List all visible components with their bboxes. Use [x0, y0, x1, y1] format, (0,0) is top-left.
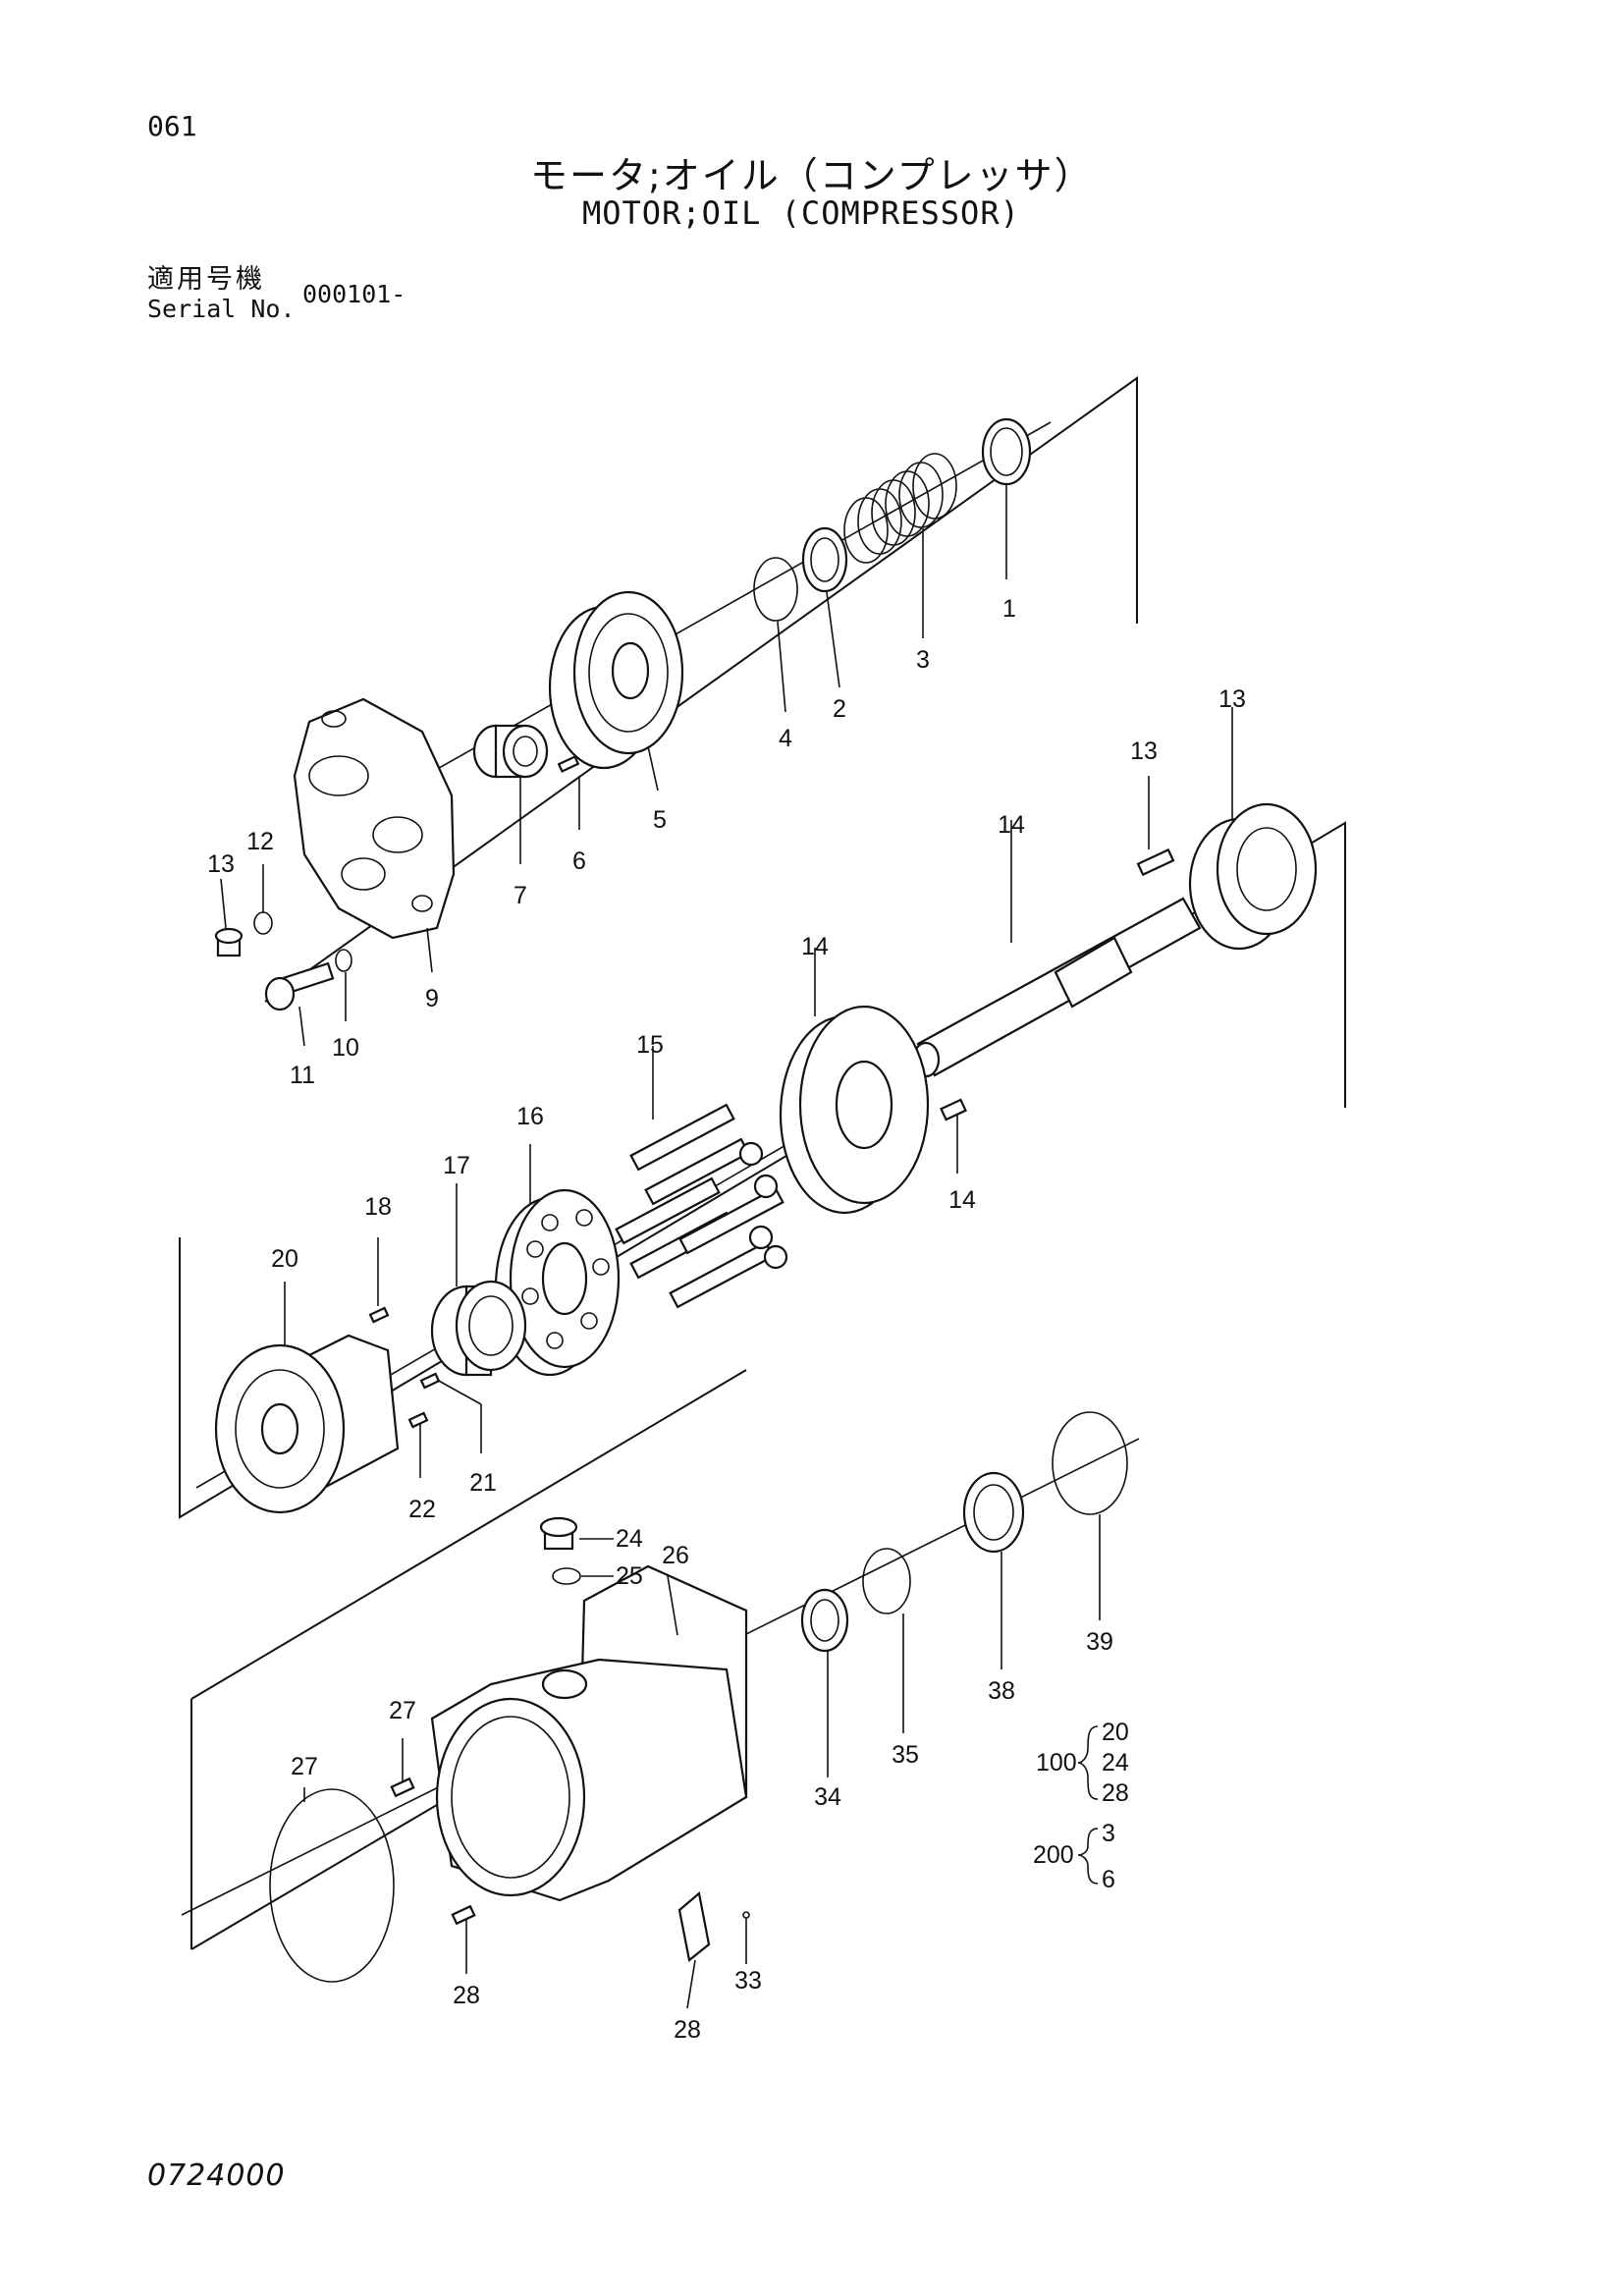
part-callout-labels: 1 2 3 4 5 6 7 9 10 11 12 13 13 13 14 14 … — [207, 595, 1246, 2044]
o-ring-part-28-upper — [253, 911, 273, 935]
callout-9: 16 — [516, 1103, 544, 1130]
swash-plate-part-7 — [548, 590, 684, 770]
page-title-japanese: モータ;オイル（コンプレッサ） — [530, 154, 1094, 197]
kit-200-number: 200 — [1033, 1841, 1074, 1869]
callout-13-a: 18 — [364, 1193, 392, 1221]
callout-6: 15 — [636, 1031, 664, 1059]
housing-part-1 — [430, 1564, 748, 1902]
callout-7: 5 — [653, 806, 667, 834]
serial-label-japanese: 適用号機 — [147, 264, 265, 295]
callout-14-mid: 27 — [389, 1697, 416, 1724]
kit-200-group: 200 3 6 — [1033, 1820, 1115, 1893]
kit-100-item-24: 24 — [1102, 1749, 1129, 1777]
callout-27-lower: 24 — [616, 1525, 643, 1553]
washer-part-39 — [800, 1588, 849, 1653]
shoe-plate-part-4 — [779, 1005, 930, 1215]
washer-part-24 — [962, 1471, 1025, 1554]
snap-ring-part-17 — [753, 557, 798, 622]
shaft-part-5 — [911, 897, 1202, 1078]
bearing-part-22 — [1188, 802, 1318, 951]
callout-28-upper: 12 — [246, 828, 274, 855]
assembly-frame-lines — [179, 376, 1346, 1950]
kit-200-brace — [1077, 1828, 1099, 1885]
callout-18: 39 — [1086, 1628, 1113, 1656]
key-part-35 — [1136, 847, 1175, 877]
needle-bearing-part-21 — [472, 724, 549, 779]
snap-ring-part-38 — [862, 1548, 911, 1614]
kit-100-group: 100 20 24 28 — [1036, 1719, 1129, 1807]
callout-15: 14 — [948, 1186, 976, 1214]
kit-100-item-20: 20 — [1102, 1719, 1129, 1746]
page-number: 061 — [147, 110, 197, 142]
callout-20: 27 — [291, 1753, 318, 1780]
washer-part-26 — [335, 949, 352, 972]
callout-10: 17 — [443, 1152, 470, 1179]
callout-17: 4 — [779, 725, 792, 752]
plug-part-27-lower — [539, 1516, 578, 1551]
pistons-part-6 — [615, 1103, 788, 1309]
pins-part-14-lower — [390, 1777, 476, 1926]
pin-part-14-upper — [557, 755, 580, 773]
document-code: 0724000 — [147, 2159, 286, 2193]
callout-4: 14 — [801, 933, 829, 960]
callout-12: 2 — [833, 695, 846, 723]
o-ring-part-28-lower — [552, 1567, 581, 1585]
o-ring-part-20 — [269, 1788, 395, 1983]
callout-3: 20 — [271, 1245, 298, 1273]
ring-part-11 — [981, 417, 1032, 486]
callout-38: 35 — [892, 1741, 919, 1769]
serial-number-value: 000101- — [302, 280, 406, 308]
callout-21: 7 — [514, 882, 527, 909]
callout-13-c: 22 — [408, 1496, 436, 1523]
callout-22: 13 — [1218, 685, 1246, 713]
rivet-part-33 — [742, 1911, 750, 1919]
callout-25: 11 — [290, 1062, 315, 1089]
retainer-plate-part-9 — [494, 1188, 621, 1377]
callout-26: 10 — [332, 1034, 359, 1062]
pin-part-15 — [940, 1098, 967, 1121]
callout-2: 9 — [425, 985, 439, 1012]
callout-5: 14 — [998, 811, 1025, 839]
callout-14-lower: 28 — [453, 1982, 480, 2009]
kit-200-item-3: 3 — [1102, 1820, 1115, 1847]
name-plate-part-34 — [677, 1890, 711, 1962]
washer-part-12 — [801, 526, 848, 593]
kit-100-number: 100 — [1036, 1749, 1077, 1777]
end-cover-part-2 — [293, 697, 456, 940]
callout-16: 3 — [916, 646, 930, 674]
spring-part-16 — [843, 453, 957, 564]
snap-ring-part-18 — [1052, 1411, 1128, 1515]
bolt-part-25 — [264, 961, 335, 1011]
callout-34: 28 — [674, 2016, 701, 2044]
page-title-english: MOTOR;OIL (COMPRESSOR) — [582, 194, 1020, 232]
leader-lines — [220, 484, 1233, 2009]
callout-28-lower: 25 — [616, 1562, 643, 1590]
callout-33: 33 — [734, 1967, 762, 1995]
callout-24: 38 — [988, 1677, 1015, 1705]
callout-11: 1 — [1002, 595, 1016, 623]
kit-100-item-28: 28 — [1102, 1779, 1129, 1807]
callout-39: 34 — [814, 1783, 841, 1811]
callout-1: 26 — [662, 1542, 689, 1569]
kit-100-brace — [1077, 1725, 1099, 1800]
callout-13-b: 21 — [469, 1469, 497, 1497]
callout-27-upper: 13 — [207, 850, 235, 878]
callout-14-upper: 6 — [572, 847, 586, 875]
serial-label-english: Serial No. — [147, 295, 296, 323]
bearing-part-10 — [430, 1280, 527, 1377]
callout-35: 13 — [1130, 738, 1158, 765]
pins-part-13 — [368, 1306, 441, 1429]
plug-part-27-upper — [214, 927, 243, 957]
cylinder-block-part-3 — [214, 1334, 400, 1514]
kit-200-item-6: 6 — [1102, 1866, 1115, 1893]
